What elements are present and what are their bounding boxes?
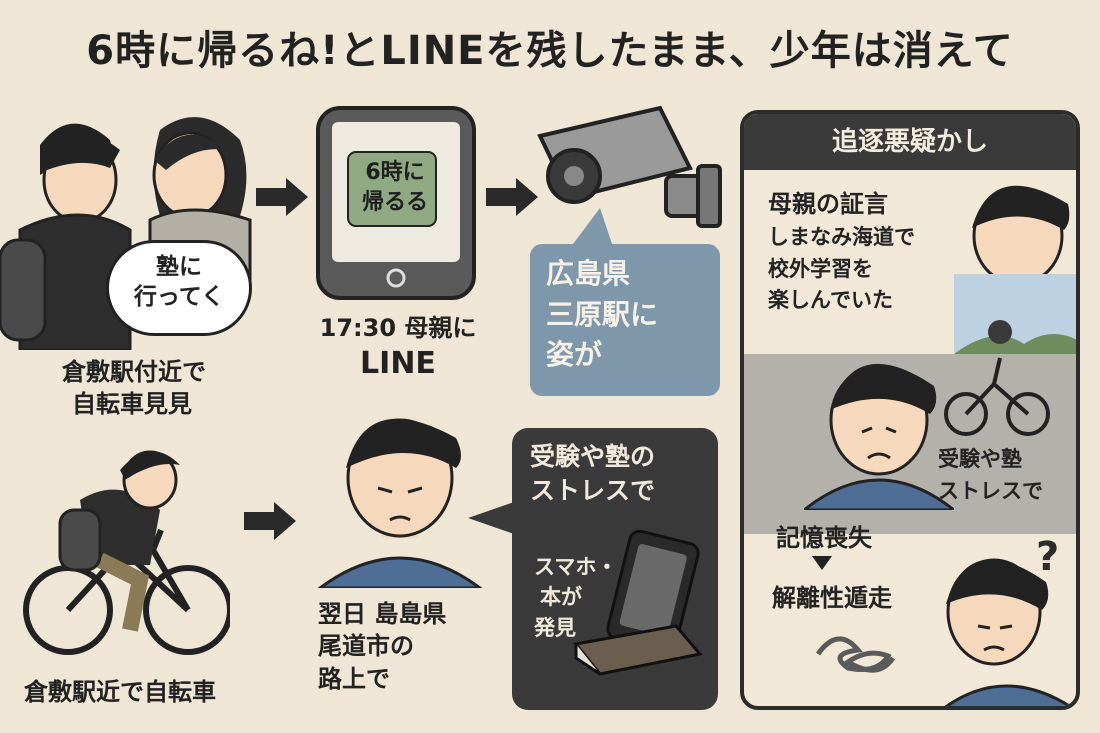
arrow-right-icon xyxy=(256,178,308,216)
sidebar-stress-text: 受験や塾 ストレスで xyxy=(938,444,1043,507)
found-caption-line-3: 路上で xyxy=(318,664,390,693)
memory-loss-label: 記憶喪失 xyxy=(776,524,872,552)
stress-title: 受験や塾の ストレスで xyxy=(530,440,716,508)
testimony-line-1: しまなみ海道で xyxy=(768,225,915,249)
camera-box-line-3: 姿が xyxy=(546,338,603,372)
scribble-icon xyxy=(815,636,896,673)
camera-sighting-box: 広島県 三原駅に 姿が xyxy=(530,244,720,396)
camera-box-line-2: 三原駅に xyxy=(546,297,659,331)
smartphone-icon xyxy=(316,106,476,300)
callout-pointer xyxy=(468,502,514,534)
stress-title-line-2: ストレスで xyxy=(530,475,656,505)
phone-message-line-2: 帰るる xyxy=(361,189,428,215)
hypothesis-sidebar: 追逐悪疑かし 母親の証言 しまなみ海道で 校外学習を 楽しんでいた 受験や塾 ス… xyxy=(740,110,1080,710)
phone-caption-line-1: 17:30 母親に xyxy=(319,314,477,342)
confused-boy-illustration xyxy=(944,558,1073,706)
arrow-right-icon xyxy=(486,178,538,216)
found-boy-illustration xyxy=(317,418,483,588)
scene1-caption-line-1: 倉敷駅付近で xyxy=(62,358,206,386)
security-camera-icon xyxy=(537,105,722,228)
phone-caption-line-2: LINE xyxy=(360,346,436,382)
camera-box-line-1: 広島県 xyxy=(546,257,631,290)
sidebar-stress-line-1: 受験や塾 xyxy=(938,447,1022,471)
stress-sub: スマホ・ 本が 発見 xyxy=(534,552,617,643)
phone-message-line-1: 6時に xyxy=(365,160,425,185)
arrow-down-icon xyxy=(812,556,832,570)
phone-caption: 17:30 母親に LINE xyxy=(298,312,498,385)
callout-pointer xyxy=(570,208,614,250)
sidebar-stress-line-2: ストレスで xyxy=(938,478,1043,503)
question-mark-icon: ? xyxy=(1036,534,1060,580)
bubble-line-2: 行ってく xyxy=(133,283,225,310)
testimony-line-3: 楽しんでいた xyxy=(768,288,893,312)
boy-on-bicycle-illustration xyxy=(23,450,230,655)
found-caption-line-1: 翌日 島島県 xyxy=(318,600,447,628)
found-caption-line-2: 尾道市の xyxy=(318,632,414,661)
stress-title-line-1: 受験や塾の xyxy=(530,442,656,471)
bicycle-caption: 倉敷駅近で自転車 xyxy=(24,678,216,706)
dissociative-fugue-label: 解離性遁走 xyxy=(772,584,892,612)
boy-and-mother-illustration xyxy=(0,117,252,350)
phone-and-book-icon xyxy=(573,529,703,676)
stress-sub-line-3: 発見 xyxy=(534,615,576,640)
scene1-caption-line-2: 自転車見見 xyxy=(72,390,192,419)
scene1-caption: 倉敷駅付近で 自転車見見 xyxy=(62,356,206,421)
speech-bubble: 塾に 行ってく xyxy=(106,240,252,336)
testimony-title: 母親の証言 xyxy=(768,190,888,218)
stress-sub-line-2: 本が xyxy=(540,585,582,610)
testimony-text: しまなみ海道で 校外学習を 楽しんでいた xyxy=(768,222,915,317)
testimony-line-2: 校外学習を xyxy=(768,256,873,281)
bubble-line-1: 塾に xyxy=(156,254,202,280)
stress-sub-line-1: スマホ・ xyxy=(534,555,618,579)
phone-message: 6時に 帰るる xyxy=(352,158,438,217)
found-caption: 翌日 島島県 尾道市の 路上で xyxy=(318,598,446,695)
arrow-right-icon xyxy=(244,502,296,540)
page-title: 6時に帰るね!とLINEを残したまま、少年は消えて xyxy=(86,28,1014,74)
sidebar-header: 追逐悪疑かし xyxy=(744,114,1076,170)
worried-boy-illustration xyxy=(804,363,954,510)
